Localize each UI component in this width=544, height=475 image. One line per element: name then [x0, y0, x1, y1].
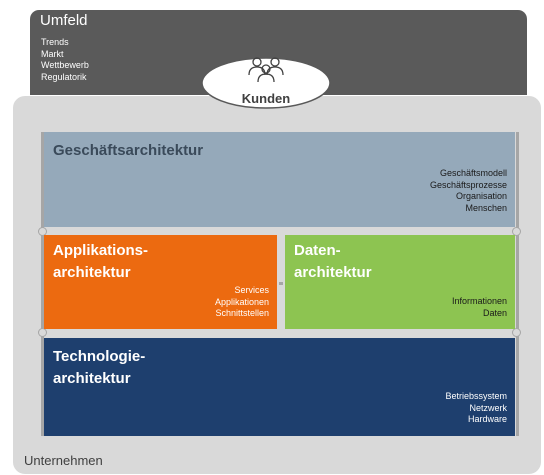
list-item: Daten — [482, 307, 507, 318]
geschaeftsarchitektur-box: Geschäftsarchitektur Geschäftsmodell Ges… — [44, 132, 515, 227]
datenarchitektur-items: Informationen Daten — [452, 296, 507, 319]
right-rail — [516, 132, 519, 436]
connector-dot — [512, 227, 521, 236]
applikationsarchitektur-title: Applikations- architektur — [53, 240, 148, 284]
technologiearchitektur-title: Technologie- architektur — [53, 346, 145, 390]
list-item: Organisation — [455, 191, 507, 201]
technologiearchitektur-box: Technologie- architektur Betriebssystem … — [44, 338, 515, 436]
list-item: Geschäftsprozesse — [429, 179, 507, 190]
list-item: Schnittstellen — [215, 308, 269, 318]
list-item: Services — [234, 285, 269, 295]
list-item: Netzwerk — [469, 402, 507, 413]
umfeld-item: Regulatorik — [41, 71, 87, 82]
list-item: Geschäftsmodell — [439, 168, 507, 178]
applikationsarchitektur-box: Applikations- architektur Services Appli… — [44, 235, 277, 329]
left-rail — [41, 132, 44, 436]
list-item: Applikationen — [214, 296, 269, 307]
title-line: architektur — [53, 370, 131, 387]
applikationsarchitektur-items: Services Applikationen Schnittstellen — [215, 285, 269, 320]
umfeld-item: Trends — [41, 37, 69, 47]
kunden-badge: Kunden — [200, 52, 332, 110]
connector-dot — [512, 328, 521, 337]
title-line: Technologie- — [53, 348, 146, 365]
technologiearchitektur-items: Betriebssystem Netzwerk Hardware — [445, 391, 507, 426]
datenarchitektur-box: Daten- architektur Informationen Daten — [285, 235, 515, 329]
list-item: Hardware — [467, 414, 507, 424]
kunden-ellipse — [201, 57, 331, 109]
connector-dot — [38, 227, 47, 236]
list-item: Informationen — [451, 296, 507, 306]
list-item: Menschen — [465, 202, 507, 213]
title-line: Applikations- — [53, 242, 149, 259]
umfeld-item: Markt — [41, 48, 64, 59]
geschaeftsarchitektur-items: Geschäftsmodell Geschäftsprozesse Organi… — [430, 168, 507, 214]
umfeld-item: Wettbewerb — [41, 60, 89, 70]
list-item: Betriebssystem — [445, 391, 507, 401]
connector-dot — [38, 328, 47, 337]
title-line: architektur — [53, 264, 131, 281]
geschaeftsarchitektur-title: Geschäftsarchitektur — [53, 142, 204, 159]
title-line: architektur — [294, 264, 372, 281]
umfeld-list: Trends Markt Wettbewerb Regulatorik — [41, 37, 89, 83]
umfeld-title: Umfeld — [40, 12, 88, 29]
center-connector — [279, 282, 283, 285]
kunden-label: Kunden — [241, 91, 291, 106]
title-line: Daten- — [294, 242, 341, 259]
datenarchitektur-title: Daten- architektur — [294, 240, 372, 284]
people-group-icon — [248, 57, 284, 83]
unternehmen-label: Unternehmen — [24, 453, 103, 468]
